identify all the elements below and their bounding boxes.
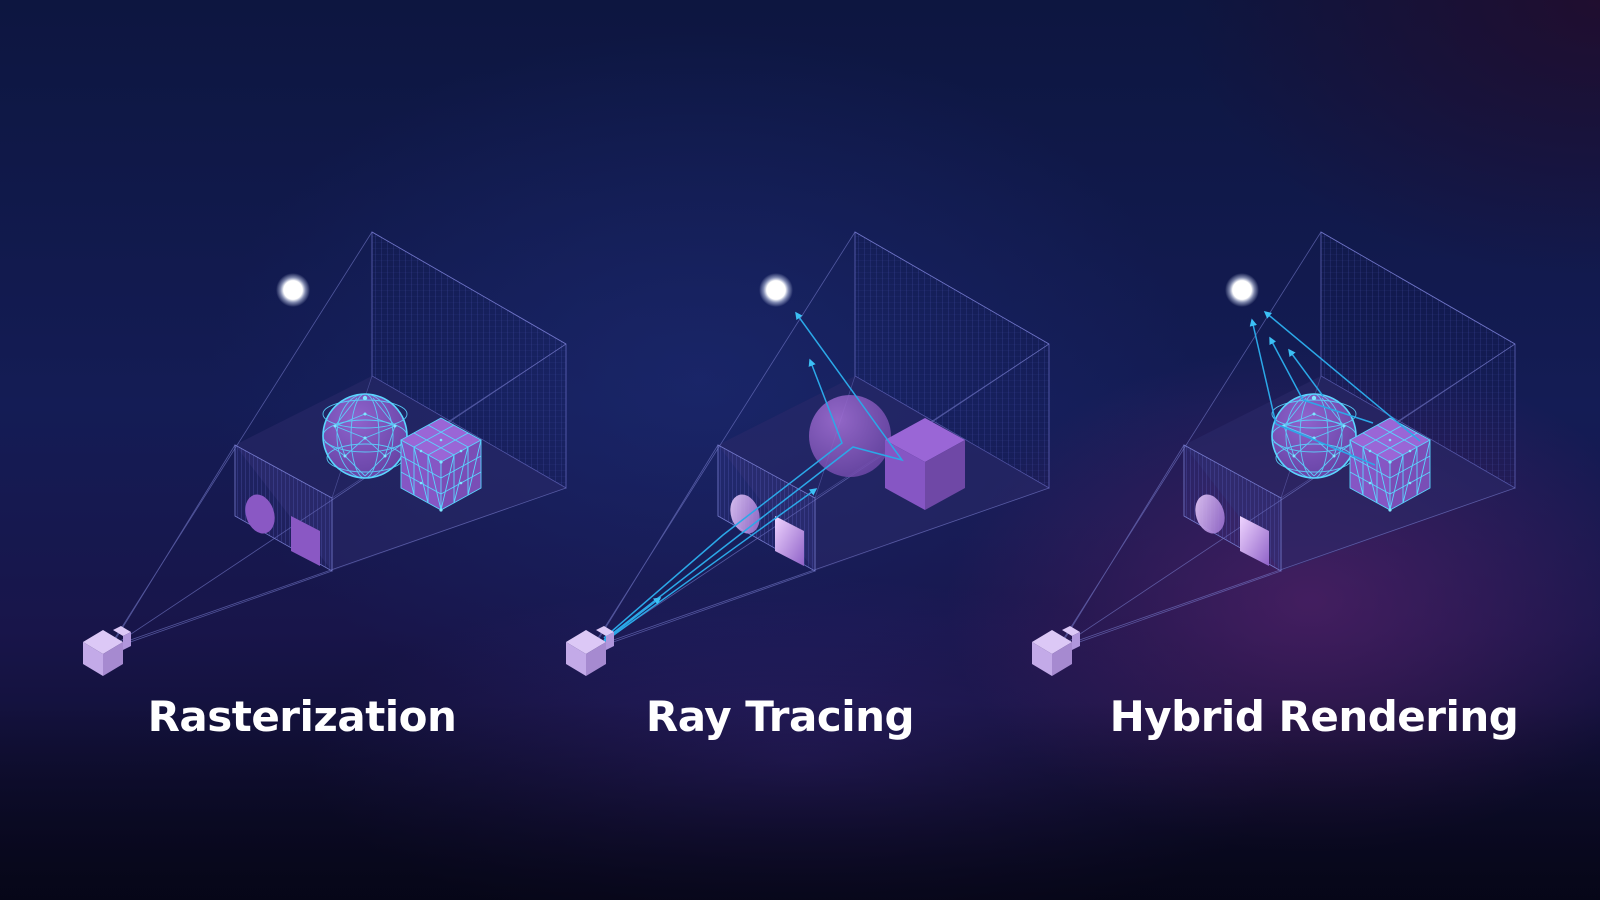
- projected-ellipse-icon: [245, 494, 275, 534]
- camera-icon: [566, 626, 614, 676]
- projected-square-icon: [1240, 516, 1269, 566]
- projected-square-icon: [775, 516, 804, 566]
- wireframe-sphere-icon: [1271, 393, 1357, 479]
- label-ray-tracing: Ray Tracing: [645, 692, 915, 741]
- projected-ellipse-icon: [1195, 494, 1225, 534]
- wireframe-sphere-icon: [322, 393, 408, 479]
- projected-square-icon: [291, 516, 320, 566]
- panel-rasterization: [83, 231, 567, 676]
- panel-hybrid-rendering: [1032, 231, 1516, 676]
- label-rasterization: Rasterization: [147, 692, 457, 741]
- camera-icon: [1032, 626, 1080, 676]
- light-source-icon: [276, 273, 310, 307]
- solid-sphere-icon: [809, 395, 891, 477]
- light-source-icon: [759, 273, 793, 307]
- camera-icon: [83, 626, 131, 676]
- label-hybrid-rendering: Hybrid Rendering: [1109, 692, 1519, 741]
- panel-ray-tracing: [566, 231, 1050, 676]
- shadow-rays: [1249, 311, 1421, 466]
- light-source-icon: [1225, 273, 1259, 307]
- rays: [603, 311, 904, 643]
